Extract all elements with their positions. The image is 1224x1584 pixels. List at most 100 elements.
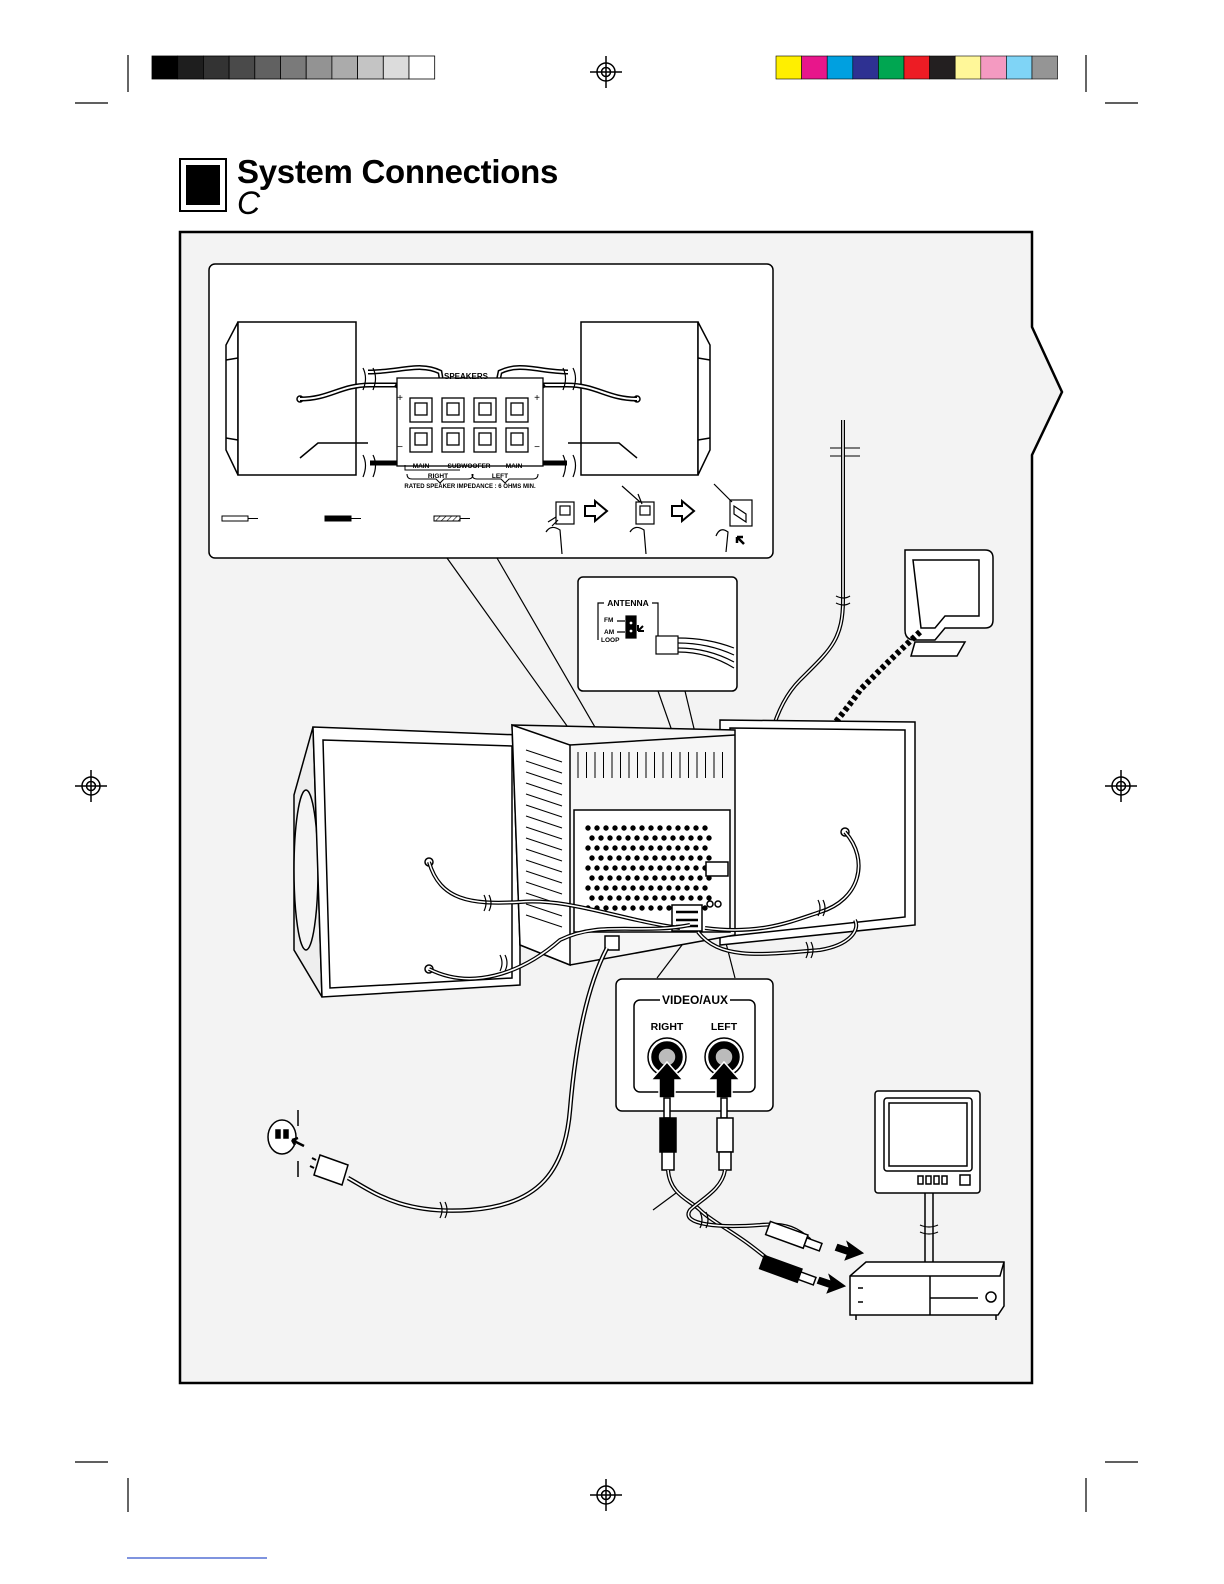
terminal-lever xyxy=(415,433,427,445)
vent-hole xyxy=(599,876,603,880)
left-speaker-detail xyxy=(226,322,368,475)
vent-hole xyxy=(595,866,599,870)
vent-hole xyxy=(658,886,662,890)
vent-hole xyxy=(631,866,635,870)
vent-hole xyxy=(613,866,617,870)
vent-hole xyxy=(595,826,599,830)
vent-hole xyxy=(703,826,707,830)
vent-hole xyxy=(640,866,644,870)
vent-hole xyxy=(617,856,621,860)
vent-hole xyxy=(635,836,639,840)
vent-hole xyxy=(617,896,621,900)
vent-hole xyxy=(649,846,653,850)
vent-hole xyxy=(604,846,608,850)
fm-label: FM xyxy=(604,617,613,624)
vent-hole xyxy=(608,856,612,860)
terminal-lever xyxy=(447,433,459,445)
vent-hole xyxy=(694,826,698,830)
speakers-label: SPEAKERS xyxy=(444,372,489,381)
vent-hole xyxy=(662,836,666,840)
terminal-lever xyxy=(511,433,523,445)
vent-hole xyxy=(694,886,698,890)
vent-hole xyxy=(622,826,626,830)
vent-hole xyxy=(640,846,644,850)
vent-hole xyxy=(662,896,666,900)
vent-hole xyxy=(613,886,617,890)
loop-label: LOOP xyxy=(601,637,620,644)
vent-hole xyxy=(689,856,693,860)
vent-hole xyxy=(707,896,711,900)
terminal-lever xyxy=(415,403,427,415)
vent-hole xyxy=(698,876,702,880)
vent-hole xyxy=(676,866,680,870)
vent-hole xyxy=(635,856,639,860)
main-right-label: MAIN xyxy=(413,463,430,470)
vent-hole xyxy=(608,836,612,840)
vent-hole xyxy=(680,876,684,880)
vent-hole xyxy=(644,856,648,860)
vent-hole xyxy=(640,886,644,890)
vent-hole xyxy=(680,856,684,860)
vent-hole xyxy=(689,896,693,900)
vent-hole xyxy=(604,826,608,830)
vent-hole xyxy=(649,866,653,870)
vent-hole xyxy=(653,896,657,900)
vent-hole xyxy=(680,836,684,840)
vent-hole xyxy=(626,876,630,880)
vent-hole xyxy=(626,856,630,860)
plus-left-label: + xyxy=(397,393,403,404)
vent-hole xyxy=(604,866,608,870)
vent-hole xyxy=(680,896,684,900)
vent-hole xyxy=(613,846,617,850)
vent-hole xyxy=(608,876,612,880)
vent-hole xyxy=(676,886,680,890)
left-speaker xyxy=(294,727,520,997)
vent-hole xyxy=(622,886,626,890)
vent-hole xyxy=(707,836,711,840)
am-label: AM xyxy=(604,629,614,636)
vent-hole xyxy=(649,886,653,890)
vent-hole xyxy=(685,846,689,850)
vent-hole xyxy=(617,836,621,840)
vent-hole xyxy=(613,906,617,910)
vent-hole xyxy=(640,826,644,830)
video-aux-label: VIDEO/AUX xyxy=(662,993,728,1007)
vent-hole xyxy=(662,876,666,880)
left-label: LEFT xyxy=(492,473,508,480)
vent-hole xyxy=(586,866,590,870)
vent-hole xyxy=(667,906,671,910)
vent-hole xyxy=(590,856,594,860)
plus-right-label: + xyxy=(534,393,540,404)
vent-hole xyxy=(644,876,648,880)
vent-hole xyxy=(635,896,639,900)
vent-hole xyxy=(698,836,702,840)
vent-hole xyxy=(604,906,608,910)
vent-hole xyxy=(631,906,635,910)
vent-hole xyxy=(640,906,644,910)
vent-hole xyxy=(653,836,657,840)
vent-hole xyxy=(649,906,653,910)
vent-hole xyxy=(667,886,671,890)
terminal-lever xyxy=(511,403,523,415)
vent-hole xyxy=(698,856,702,860)
vent-hole xyxy=(590,836,594,840)
vent-hole xyxy=(590,876,594,880)
vent-hole xyxy=(586,826,590,830)
vent-hole xyxy=(595,886,599,890)
vent-hole xyxy=(698,896,702,900)
vent-hole xyxy=(631,846,635,850)
vent-hole xyxy=(622,906,626,910)
vent-hole xyxy=(694,846,698,850)
vent-hole xyxy=(653,856,657,860)
vent-hole xyxy=(586,886,590,890)
terminal-lever xyxy=(447,403,459,415)
vent-hole xyxy=(658,846,662,850)
vent-hole xyxy=(707,856,711,860)
jack-right-label: RIGHT xyxy=(651,1021,684,1033)
vent-hole xyxy=(703,906,707,910)
vent-hole xyxy=(676,826,680,830)
vent-hole xyxy=(622,846,626,850)
impedance-label: RATED SPEAKER IMPEDANCE : 6 OHMS MIN. xyxy=(404,484,536,490)
vent-hole xyxy=(599,836,603,840)
